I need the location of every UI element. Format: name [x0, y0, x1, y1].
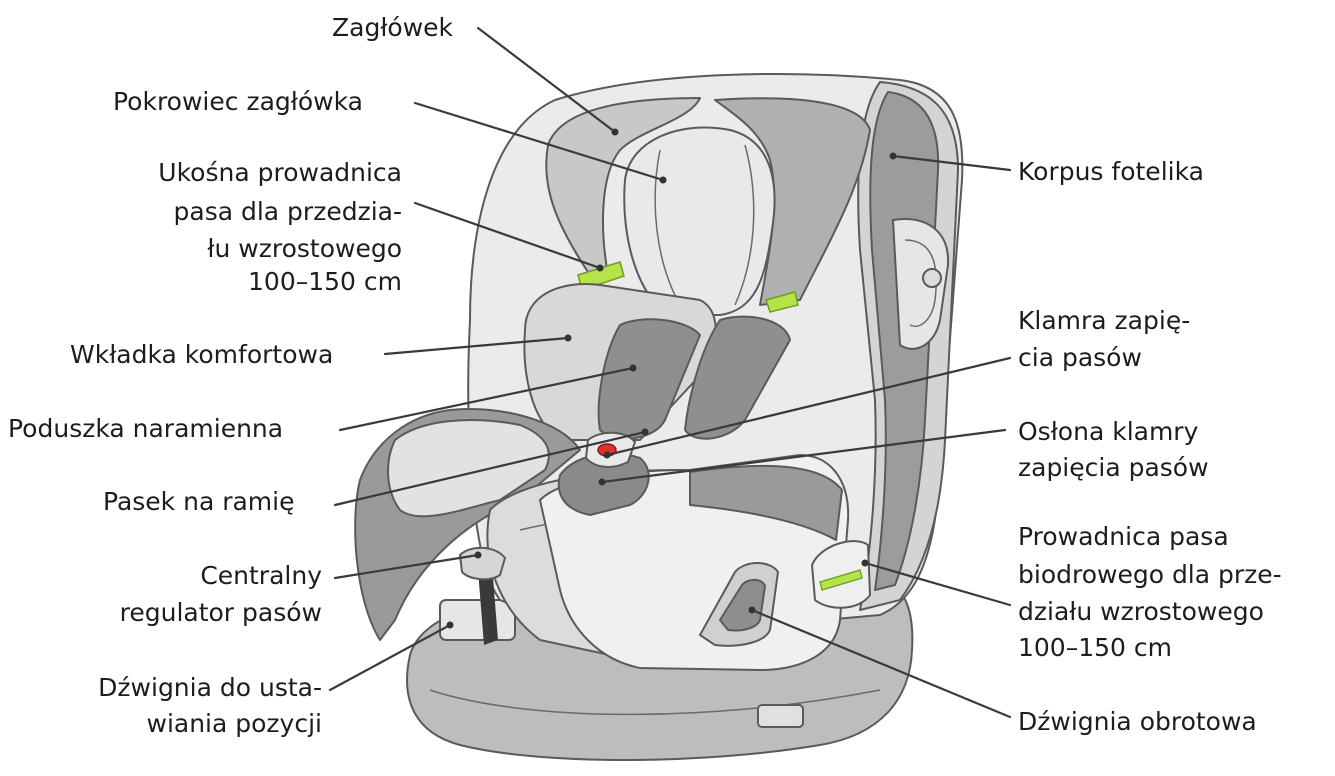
label-prowadnica-line2: biodrowego dla prze- — [1018, 560, 1282, 589]
car-seat-illustration — [354, 73, 964, 761]
base-latch — [757, 704, 804, 728]
label-centralny-line2: regulator pasów — [120, 598, 322, 627]
label-pokrowiec-zaglowka: Pokrowiec zagłówka — [113, 87, 363, 116]
label-oslona-line2: zapięcia pasów — [1018, 453, 1209, 482]
diagonal-belt-guide-right — [765, 291, 799, 313]
label-ukosna-prowadnica-line2: pasa dla przedzia- — [174, 197, 403, 226]
label-prowadnica-line1: Prowadnica pasa — [1018, 522, 1229, 551]
central-adjuster — [459, 546, 506, 581]
label-ukosna-prowadnica-line1: Ukośna prowadnica — [158, 158, 402, 187]
label-ukosna-prowadnica-line3: łu wzrostowego — [207, 234, 402, 263]
label-zaglowek: Zagłówek — [332, 13, 454, 42]
headrest-cushion — [623, 126, 776, 316]
leader-lines — [328, 26, 1012, 719]
shoulder-pad-right — [684, 315, 791, 440]
labels: Zagłówek Pokrowiec zagłówka Ukośna prowa… — [8, 13, 1282, 738]
label-wkladka-komfortowa: Wkładka komfortowa — [70, 340, 333, 369]
label-oslona-line1: Osłona klamry — [1018, 417, 1199, 446]
label-ukosna-prowadnica-line4: 100–150 cm — [248, 267, 402, 296]
label-prowadnica-line4: 100–150 cm — [1018, 633, 1172, 662]
label-centralny-line1: Centralny — [200, 561, 322, 590]
label-prowadnica-line3: działu wzrostowego — [1018, 597, 1264, 626]
headrest-wing-right — [714, 97, 871, 306]
label-korpus-fotelika: Korpus fotelika — [1018, 157, 1204, 186]
label-dzwignia-obrotowa: Dźwignia obrotowa — [1018, 707, 1257, 736]
label-dzwignia-pozycji-line2: wiania pozycji — [147, 709, 323, 738]
hip-belt-guide — [811, 540, 871, 609]
headrest-wing-left — [545, 97, 701, 276]
label-klamra-line2: cia pasów — [1018, 343, 1142, 372]
label-klamra-line1: Klamra zapię- — [1018, 306, 1190, 335]
label-poduszka-naramienna: Poduszka naramienna — [8, 414, 283, 443]
label-dzwignia-pozycji-line1: Dźwignia do usta- — [98, 673, 322, 702]
central-adjuster-strap — [478, 565, 498, 645]
label-pasek-na-ramie: Pasek na ramię — [103, 487, 295, 516]
